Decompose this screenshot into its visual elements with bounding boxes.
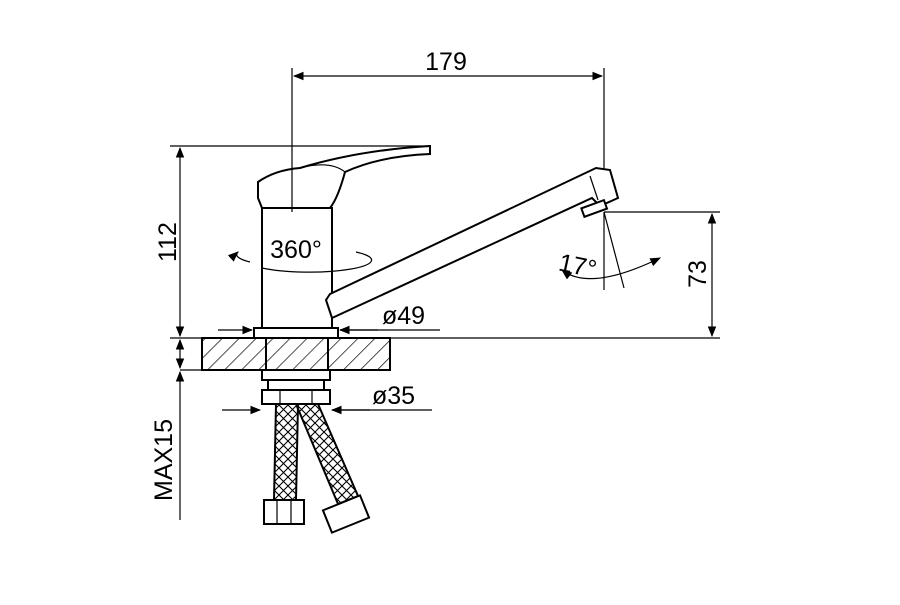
label-max-thickness: MAX15 [150,419,178,501]
dimension-112 [170,145,720,339]
label-spout-angle: 17° [556,249,599,284]
rotation-indicator [227,251,373,273]
hose-nut-left [263,499,305,525]
label-base-diameter: ø49 [382,302,425,330]
dimension-73 [604,211,720,338]
label-spout-height: 73 [684,260,712,288]
shank-assembly [261,337,331,405]
supply-hoses [263,403,371,534]
hose-nut-right [321,494,371,534]
dimension-179 [291,68,605,212]
spout [324,166,620,320]
label-total-height: 112 [154,222,182,262]
label-shank-diameter: ø35 [372,382,415,410]
label-spout-reach: 179 [425,48,467,76]
lever-handle [257,144,431,209]
label-rotation: 360° [270,236,322,264]
faucet-body [253,207,339,339]
dimension-max15 [175,338,202,520]
countertop [201,337,391,371]
angle-indicator [561,211,661,290]
